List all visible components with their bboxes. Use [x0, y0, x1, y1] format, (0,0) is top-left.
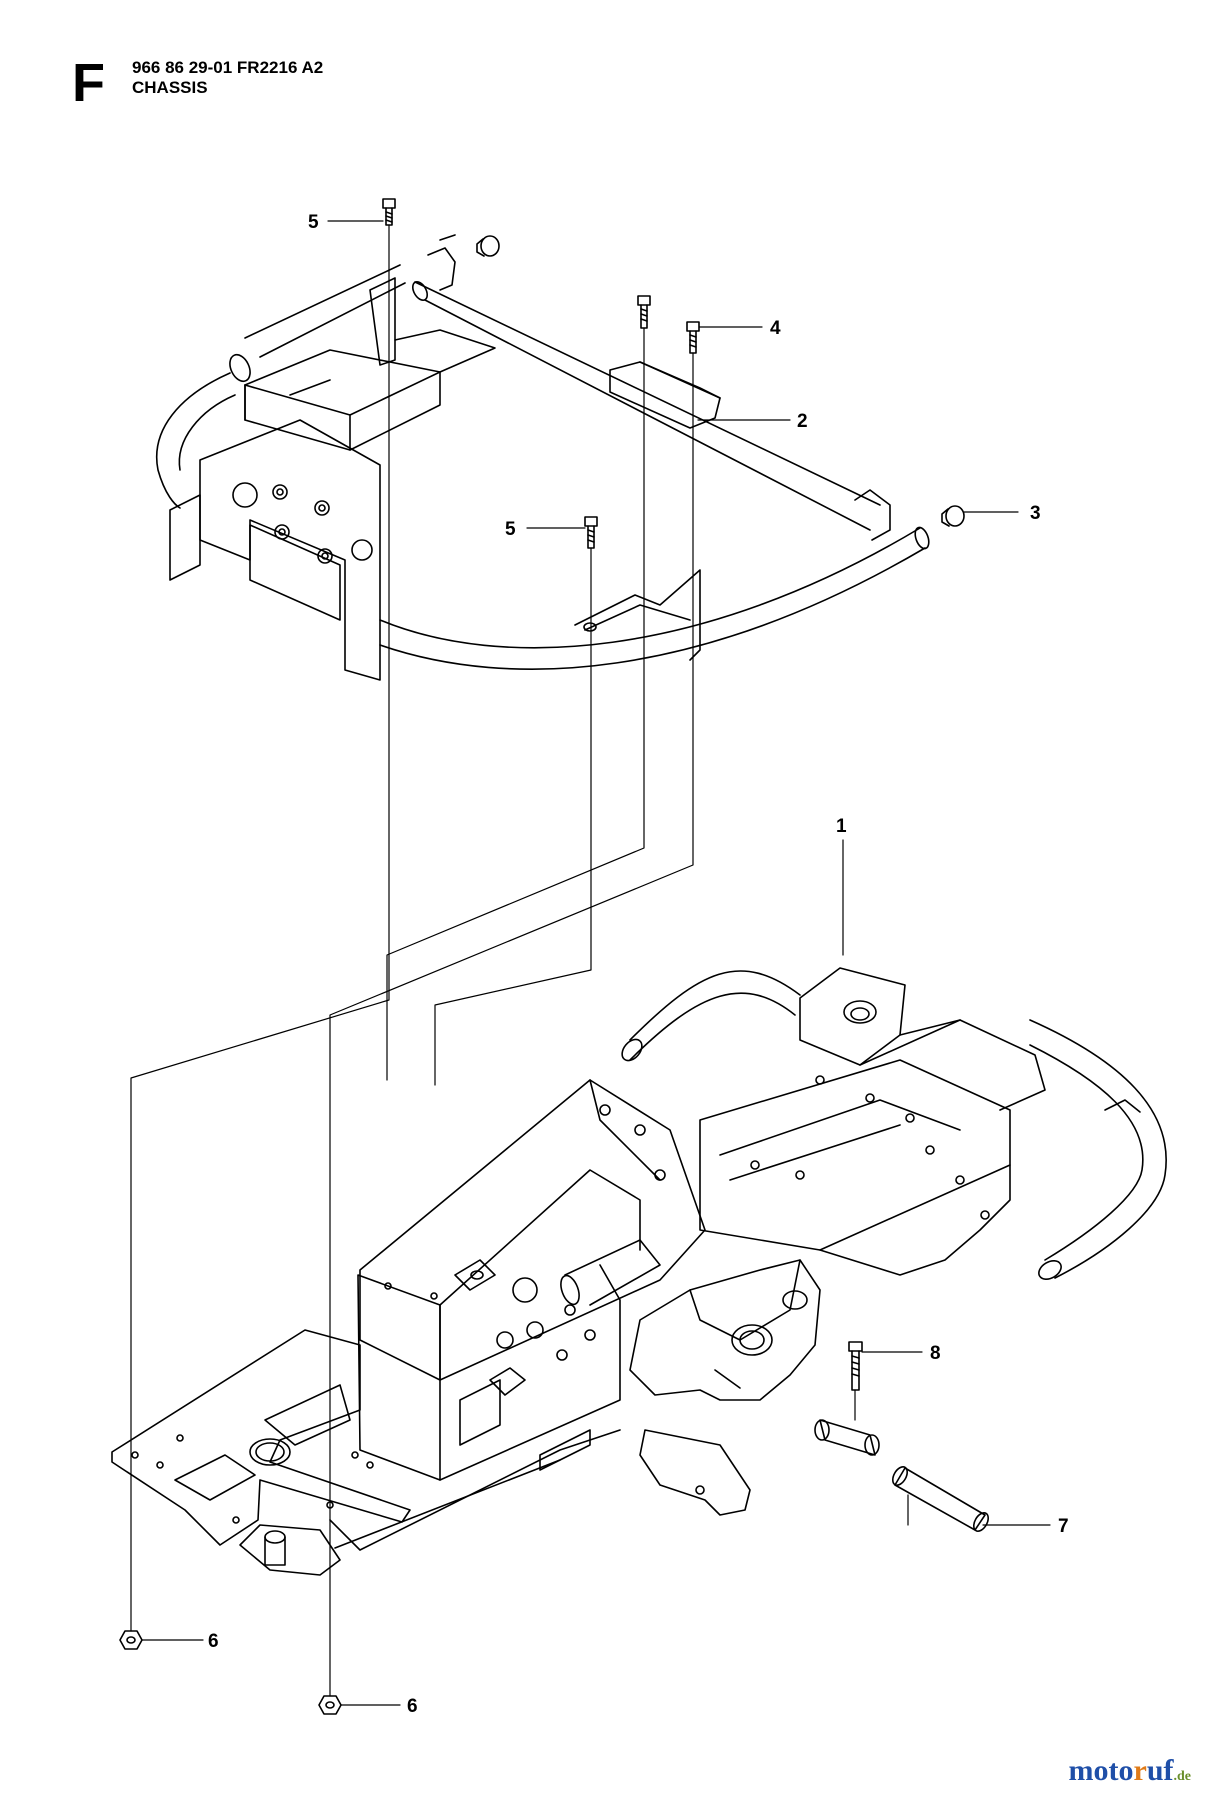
lower-center-nut-6	[318, 1695, 342, 1715]
callout-6-center: 6	[407, 1696, 418, 1717]
lower-left-nut-6	[119, 1630, 143, 1650]
callout-5-center: 5	[505, 519, 516, 540]
callout-3: 3	[1030, 503, 1041, 524]
callout-2: 2	[797, 411, 808, 432]
diagram-title: CHASSIS	[132, 78, 208, 97]
pivot-pin-7	[891, 1466, 990, 1532]
end-cap-3	[941, 505, 965, 527]
callout-7: 7	[1058, 1516, 1069, 1537]
watermark-part-a: moto	[1068, 1754, 1134, 1787]
watermark-logo: motoruf.de	[1069, 1754, 1192, 1788]
callout-4: 4	[770, 318, 781, 339]
callout-5-upper: 5	[308, 212, 319, 233]
main-chassis	[111, 967, 1167, 1576]
upper-left-bolt-5	[382, 198, 396, 226]
watermark-part-c: uf	[1146, 1754, 1174, 1787]
front-bumper-frame	[155, 234, 930, 681]
callout-labels: 5 4 2 3 5 1 8 7 6 6	[208, 212, 1069, 1717]
callout-8: 8	[930, 1343, 941, 1364]
center-bolt-5	[584, 516, 598, 549]
section-letter: F	[72, 53, 105, 113]
callout-6-left: 6	[208, 1631, 219, 1652]
part-number-line: 966 86 29-01 FR2216 A2	[132, 58, 324, 77]
middle-bolt	[637, 295, 651, 329]
pivot-bolt-8	[848, 1341, 863, 1391]
assembly-guide-lines	[130, 224, 909, 1697]
callout-leaders	[141, 220, 1051, 1706]
bolt-4	[686, 321, 700, 354]
pivot-bushing	[814, 1419, 880, 1456]
end-cap-top	[476, 235, 500, 257]
watermark-suffix: .de	[1173, 1769, 1192, 1784]
watermark-part-b: r	[1133, 1754, 1147, 1787]
callout-1: 1	[836, 816, 847, 837]
